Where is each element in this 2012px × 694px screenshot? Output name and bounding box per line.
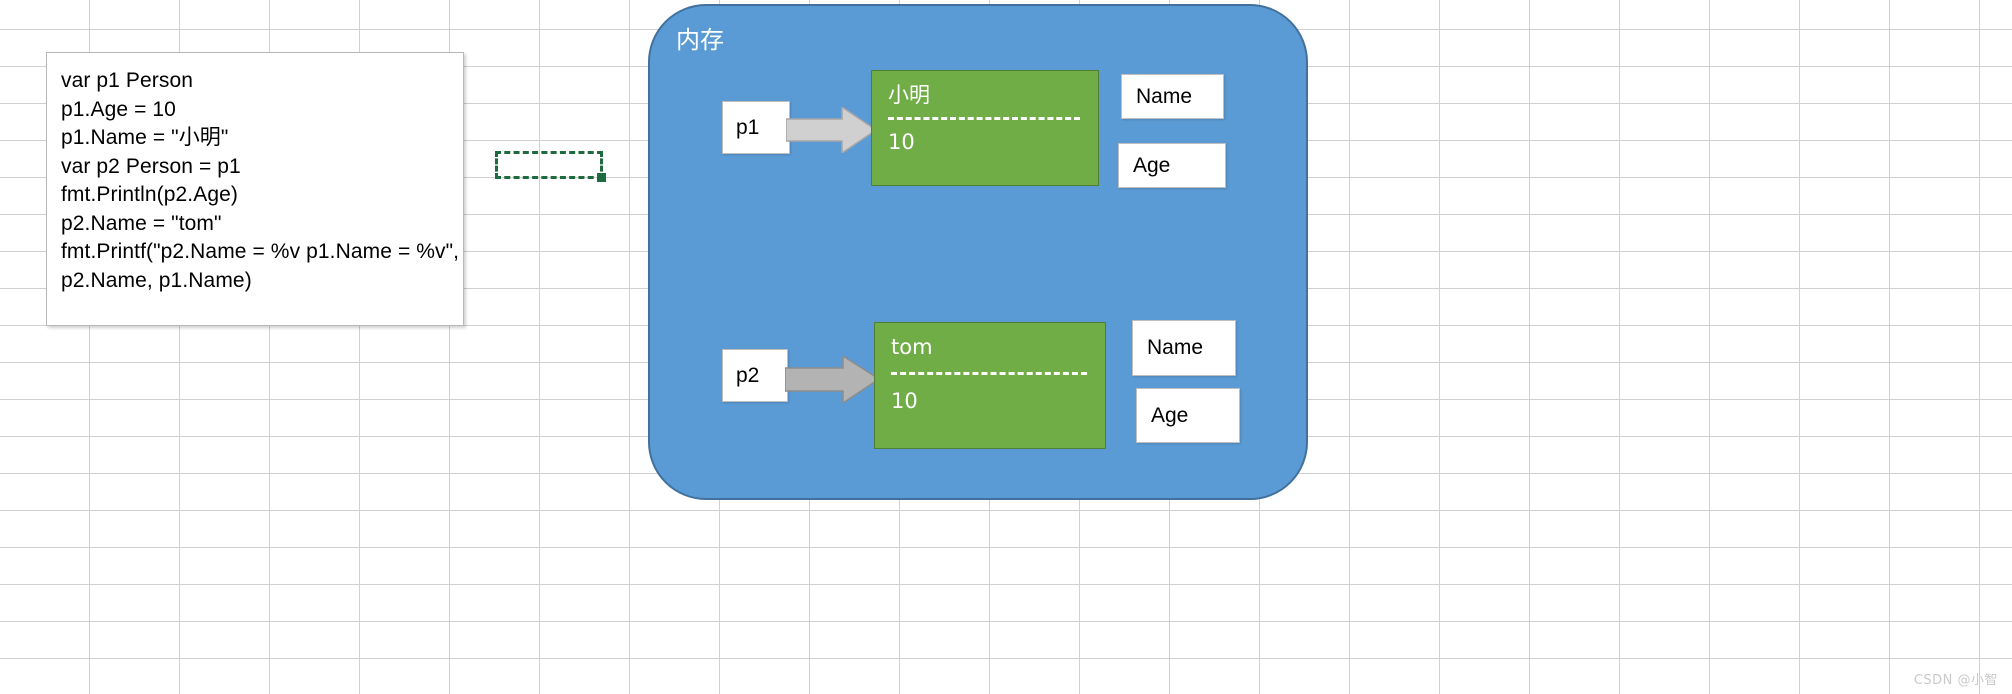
field-label-name: Name <box>1121 74 1224 119</box>
variable-label: p1 <box>736 115 760 139</box>
code-line: p1.Age = 10 <box>61 97 176 121</box>
right-arrow-icon <box>786 107 878 153</box>
watermark: CSDN @小智 <box>1913 673 1998 688</box>
struct-name-field: 小明 <box>888 83 930 107</box>
field-label-text: Age <box>1151 403 1189 427</box>
field-label-age: Age <box>1118 143 1226 188</box>
struct-age-field: 10 <box>891 389 918 413</box>
code-line: p2.Name, p1.Name) <box>61 268 252 292</box>
field-label-text: Name <box>1147 336 1204 359</box>
struct-age-field: 10 <box>888 130 915 154</box>
field-label-text: Age <box>1133 153 1171 177</box>
code-line: fmt.Println(p2.Age) <box>61 183 238 206</box>
code-line: p1.Name = "小明" <box>61 126 229 149</box>
struct-field-divider <box>888 117 1080 120</box>
code-line: var p1 Person <box>61 69 194 92</box>
field-label-age: Age <box>1136 388 1240 443</box>
code-line: var p2 Person = p1 <box>61 154 241 178</box>
code-line: p2.Name = "tom" <box>61 211 222 235</box>
struct-field-divider <box>891 372 1087 375</box>
cell-selection-rectangle[interactable] <box>495 151 603 179</box>
field-label-name: Name <box>1132 320 1236 376</box>
code-text-box[interactable]: var p1 Person p1.Age = 10 p1.Name = "小明"… <box>46 52 464 326</box>
memory-title: 内存 <box>676 26 724 54</box>
struct-name-field: tom <box>891 335 933 359</box>
selection-fill-handle[interactable] <box>597 173 606 182</box>
code-line: fmt.Printf("p2.Name = %v p1.Name = %v", <box>61 240 460 263</box>
variable-box-p1[interactable]: p1 <box>722 101 790 154</box>
variable-box-p2[interactable]: p2 <box>722 349 788 402</box>
struct-box-p2: tom 10 <box>874 322 1106 449</box>
struct-box-p1: 小明 10 <box>871 70 1099 186</box>
right-arrow-icon <box>785 356 881 403</box>
field-label-text: Name <box>1136 84 1193 108</box>
variable-label: p2 <box>736 363 760 387</box>
